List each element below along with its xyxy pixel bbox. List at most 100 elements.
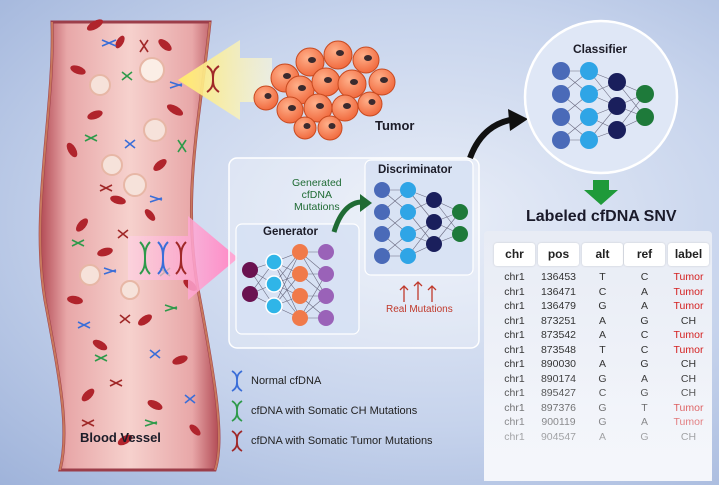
table-cell: C xyxy=(640,271,649,283)
table-cell: 136453 xyxy=(540,271,577,283)
table-cell: Tumor xyxy=(673,271,704,283)
snv-table: chr chr1 chr1 chr1 chr1 chr1 chr1 chr1 chr1 chr1 c… xyxy=(484,231,712,481)
table-cell: C xyxy=(598,285,607,298)
table-cell: chr1 xyxy=(504,430,525,443)
classifier-label: Classifier xyxy=(573,42,628,56)
classifier-arrow-head xyxy=(508,109,528,131)
tumor-release-arrow xyxy=(178,40,272,120)
table-cell: chr1 xyxy=(504,329,525,341)
table-cell: Tumor xyxy=(673,416,704,428)
discriminator-label: Discriminator xyxy=(378,164,453,176)
table-cell: 897376 xyxy=(540,401,577,414)
table-cell: chr1 xyxy=(504,401,525,414)
table-cell: G xyxy=(598,372,607,385)
dna-icon xyxy=(231,430,243,452)
discriminator-network-edges xyxy=(381,189,461,257)
generator-label: Generator xyxy=(263,226,318,238)
table-cell: A xyxy=(640,416,648,428)
table-header: ref xyxy=(624,243,665,266)
table-cell: 873542 xyxy=(540,329,577,341)
table-cell: chr1 xyxy=(504,300,525,312)
table-cell: CH xyxy=(680,387,697,399)
generated-mutations-label: Generated cfDNA Mutations xyxy=(292,177,342,213)
table-title: Labeled cfDNA SNV xyxy=(526,208,677,225)
table-cell: 136471 xyxy=(540,285,577,298)
table-column-pos: pos 136453 136471 136479 873251 873542 873548 8… xyxy=(538,243,579,444)
discriminator-network-nodes xyxy=(374,182,468,264)
red-blood-cells xyxy=(66,19,201,446)
table-cell: chr1 xyxy=(504,314,525,327)
legend-label: cfDNA with Somatic Tumor Mutations xyxy=(251,435,433,447)
table-cell: C xyxy=(640,343,649,356)
table-cell: 904547 xyxy=(540,430,577,443)
table-cell: T xyxy=(599,271,606,283)
table-cell: 136479 xyxy=(540,300,577,312)
table-cell: A xyxy=(640,300,648,312)
legend-item-ch: cfDNA with Somatic CH Mutations xyxy=(229,400,417,422)
table-cell: CH xyxy=(680,314,697,327)
table-cell: G xyxy=(598,416,607,428)
table-cell: G xyxy=(640,358,649,370)
table-cell: Tumor xyxy=(673,401,704,414)
table-cell: A xyxy=(640,285,648,298)
table-cell: G xyxy=(598,401,607,414)
table-cell: chr1 xyxy=(504,387,525,399)
table-cell: CH xyxy=(680,372,697,385)
table-cell: Tumor xyxy=(673,343,704,356)
input-dna-icons xyxy=(139,241,187,275)
table-cell: A xyxy=(598,430,606,443)
discriminator-panel xyxy=(364,159,474,276)
blood-vessel-label: Blood Vessel xyxy=(80,430,161,445)
table-cell: 873251 xyxy=(540,314,577,327)
tumor-cell-nuclei xyxy=(264,50,388,129)
legend-label: Normal cfDNA xyxy=(251,375,322,387)
table-header: alt xyxy=(582,243,623,266)
classifier-network-nodes xyxy=(552,62,654,149)
table-cell: Tumor xyxy=(673,329,704,341)
tumor-dna-icon xyxy=(206,65,220,93)
table-cell: A xyxy=(598,329,606,341)
tumor-label: Tumor xyxy=(375,118,415,133)
generator-network-edges xyxy=(249,251,327,319)
table-cell: A xyxy=(598,314,606,327)
table-cell: chr1 xyxy=(504,271,525,283)
table-cell: T xyxy=(599,343,606,356)
classifier-network-edges xyxy=(560,70,646,141)
table-cell: G xyxy=(640,387,649,399)
table-cell: 895427 xyxy=(540,387,577,399)
table-header: chr xyxy=(494,243,535,266)
tumor-cell-cluster xyxy=(253,40,396,141)
table-cell: CH xyxy=(680,430,697,443)
table-cell: Tumor xyxy=(673,300,704,312)
table-header: pos xyxy=(538,243,579,266)
table-cell: A xyxy=(598,358,606,370)
table-cell: 890030 xyxy=(540,358,577,370)
to-classifier-arrow xyxy=(467,117,511,160)
real-mutations-label: Real Mutations xyxy=(386,304,453,315)
table-cell: Tumor xyxy=(673,285,704,298)
table-cell: T xyxy=(641,401,648,414)
table-cell: C xyxy=(640,329,649,341)
table-cell: chr1 xyxy=(504,358,525,370)
table-cell: 890174 xyxy=(540,372,577,385)
dna-icon xyxy=(231,400,243,422)
table-cell: 900119 xyxy=(541,416,576,428)
table-cell: chr1 xyxy=(504,372,525,385)
table-column-chr: chr chr1 chr1 chr1 chr1 chr1 chr1 chr1 chr1 chr1 c… xyxy=(494,243,535,444)
table-cell: C xyxy=(598,387,607,399)
table-cell: A xyxy=(640,372,648,385)
classifier-output-arrow xyxy=(584,180,618,205)
legend-item-tumor: cfDNA with Somatic Tumor Mutations xyxy=(229,430,433,452)
legend-item-normal: Normal cfDNA xyxy=(229,370,321,392)
table-header: label xyxy=(668,243,709,266)
table-cell: chr1 xyxy=(504,343,525,356)
table-cell: CH xyxy=(680,358,697,370)
dna-icon xyxy=(231,370,243,392)
table-cell: chr1 xyxy=(504,285,525,298)
cfdna-input-arrow xyxy=(128,216,238,300)
table-cell: 873548 xyxy=(540,343,577,356)
